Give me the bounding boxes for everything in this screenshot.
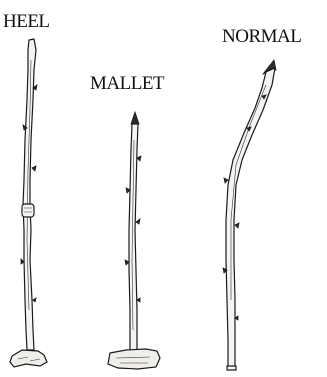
mallet-cutting (108, 112, 160, 369)
normal-stem (226, 68, 275, 368)
heel-bud (32, 166, 36, 171)
normal-bud (235, 223, 239, 228)
heel-bud (33, 298, 36, 302)
mallet-base (108, 349, 160, 369)
mallet-bud (137, 298, 140, 302)
heel-base (10, 350, 47, 367)
heel-node (22, 204, 34, 217)
heel-cutting (10, 39, 47, 367)
normal-bud (224, 178, 228, 183)
normal-cut-end (227, 366, 236, 370)
mallet-tip-bud (131, 112, 139, 124)
heel-stem (23, 39, 36, 350)
normal-cutting (223, 60, 276, 370)
mallet-bud (137, 156, 141, 161)
mallet-bud (136, 219, 140, 224)
